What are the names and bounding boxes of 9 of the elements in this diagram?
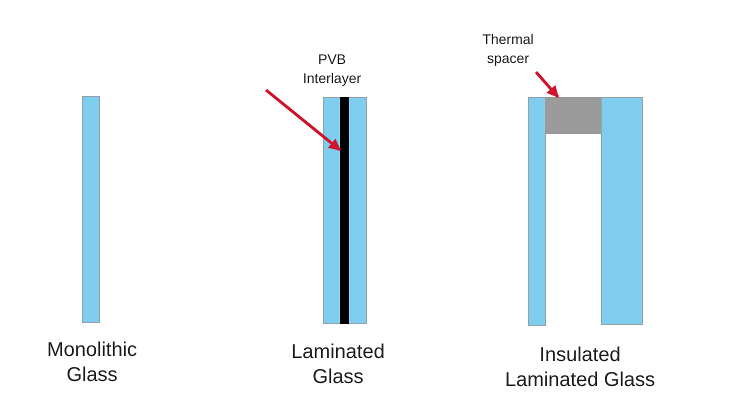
interlayer-bar — [340, 97, 349, 324]
caption: Monolithic Glass — [46, 338, 138, 388]
caption: Insulated Laminated Glass — [504, 343, 656, 393]
caption: Laminated Glass — [290, 340, 386, 390]
callout-label: PVB Interlayer — [296, 50, 368, 90]
arrow — [265, 88, 341, 152]
arrow — [534, 71, 560, 98]
spacer-block — [545, 97, 601, 134]
callout-label: Thermal spacer — [466, 30, 550, 70]
